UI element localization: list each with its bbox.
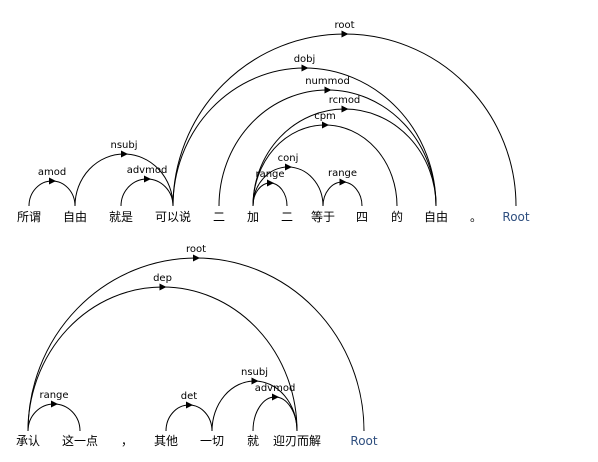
arc-line [172, 33, 517, 207]
arc-line [27, 257, 365, 432]
sentence-2: root dep range det nsubj advmod 承认 这一点 ， 其他 一切 就迎刃而… [16, 244, 378, 448]
root-node: Root [502, 210, 529, 224]
dependency-arc-range: range [322, 168, 363, 207]
arc-line [27, 286, 298, 432]
arc-label: rcmod [329, 95, 361, 106]
arc-label: advmod [255, 383, 296, 394]
dependency-arc-rcmod: rcmod [252, 95, 437, 207]
arc-arrowhead [159, 283, 167, 291]
arc-label: root [186, 244, 206, 255]
arc-label: dobj [294, 54, 316, 65]
arc-arrowhead [324, 86, 332, 94]
arc-label: range [255, 169, 284, 180]
token: 自由 [63, 210, 87, 224]
arc-label: root [334, 20, 354, 31]
arc-label: nsubj [110, 140, 137, 151]
dependency-arc-advmod: advmod [120, 165, 174, 207]
arc-line [27, 403, 81, 432]
arc-line [252, 396, 298, 432]
arc-arrowhead [193, 254, 200, 262]
token: 自由 [424, 210, 448, 224]
arc-line [28, 180, 76, 207]
sentence-1: amod nsubj advmod root dobj nummod rcmod cpm con… [17, 20, 530, 224]
dependency-arc-dobj: dobj [172, 54, 437, 207]
token: 可以说 [155, 209, 191, 224]
dependency-arc-conj: conj [252, 153, 324, 207]
dependency-arc-range: range [252, 169, 288, 207]
arc-label: nummod [305, 76, 350, 87]
dependency-arc-det: det [165, 391, 213, 432]
token: 二 [213, 210, 225, 224]
token: ， [121, 434, 133, 448]
arc-label: advmod [127, 165, 168, 176]
root-node: Root [350, 434, 377, 448]
token: 所谓 [17, 210, 41, 224]
arc-label: nsubj [241, 367, 268, 378]
arc-arrowhead [121, 150, 128, 158]
token: 就是 [109, 210, 133, 224]
dependency-arc-root: root [27, 244, 365, 432]
token: 一切 [200, 434, 224, 448]
arc-arrowhead [341, 105, 349, 113]
token: 的 [391, 209, 403, 224]
arc-arrowhead [322, 121, 329, 129]
dependency-arc-nsubj: nsubj [211, 367, 298, 432]
arc-line [165, 404, 213, 432]
arc-label: range [328, 168, 357, 179]
token: 等于 [311, 210, 335, 224]
arc-line [218, 89, 437, 207]
dependency-arc-advmod: advmod [252, 383, 298, 432]
arc-label: dep [153, 273, 172, 284]
arc-label: cpm [314, 111, 336, 122]
token: 就 [247, 434, 259, 448]
arc-arrowhead [339, 178, 347, 186]
arc-label: conj [278, 153, 299, 164]
dependency-arc-root: root [172, 20, 517, 207]
token: 承认 [16, 434, 40, 448]
arc-label: det [181, 391, 198, 402]
arc-arrowhead [267, 179, 274, 187]
token: 。 [470, 210, 482, 224]
arc-arrowhead [144, 175, 151, 183]
arc-line [120, 178, 174, 207]
arc-label: range [39, 390, 68, 401]
arc-arrowhead [49, 177, 56, 185]
arc-arrowhead [186, 401, 193, 409]
token: 其他 [154, 434, 178, 448]
arc-line [252, 124, 398, 207]
arc-line [322, 181, 363, 207]
dependency-arc-dep: dep [27, 273, 298, 432]
arc-arrowhead [51, 400, 58, 408]
dependency-arc-amod: amod [28, 167, 76, 207]
token: 二 [281, 210, 293, 224]
dependency-arc-nummod: nummod [218, 76, 437, 207]
arc-arrowhead [272, 393, 279, 401]
arc-arrowhead [341, 30, 349, 38]
token: 加 [247, 210, 259, 224]
arc-arrowhead [251, 377, 259, 385]
arc-arrowhead [285, 163, 292, 171]
arc-line [74, 153, 174, 207]
arc-line [172, 67, 437, 207]
dependency-arc-nsubj: nsubj [74, 140, 174, 207]
arc-arrowhead [301, 64, 309, 72]
dependency-arc-cpm: cpm [252, 111, 398, 207]
token: 四 [356, 210, 368, 224]
token: 这一点 [62, 433, 98, 448]
dependency-arc-range: range [27, 390, 81, 432]
token: 迎刃而解 [273, 434, 321, 448]
arc-label: amod [38, 167, 66, 178]
